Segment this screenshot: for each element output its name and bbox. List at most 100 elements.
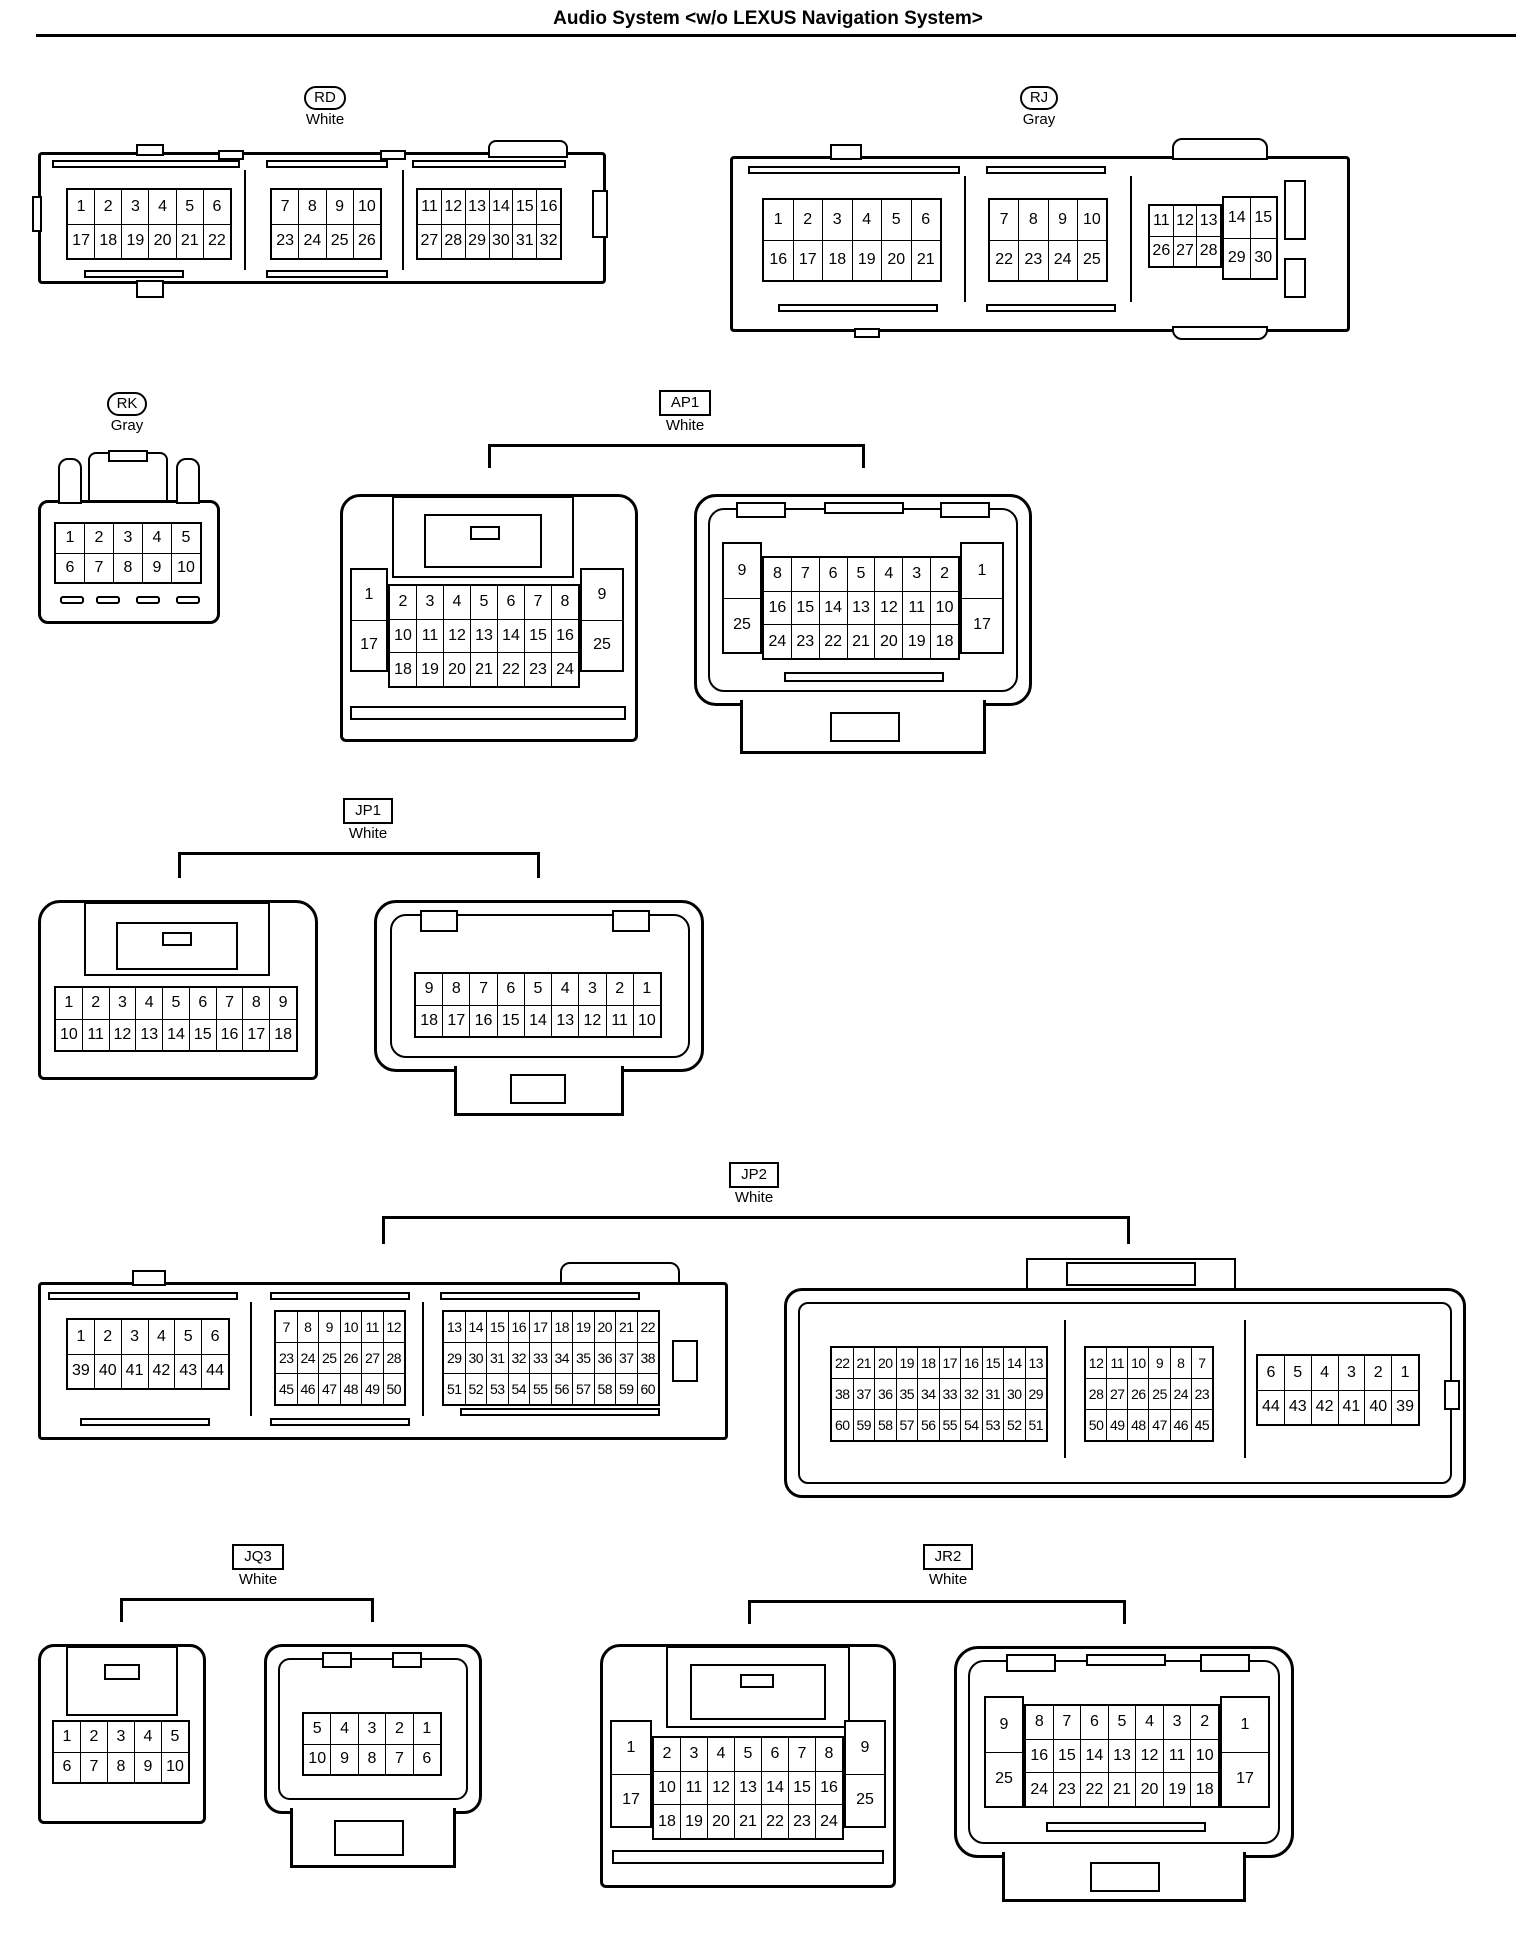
pin-14: 14 — [163, 1019, 189, 1050]
pin-25: 25 — [1077, 240, 1106, 280]
pin-12: 12 — [875, 591, 903, 625]
pin-18: 18 — [270, 1019, 296, 1050]
pin-9: 9 — [1149, 1348, 1170, 1378]
pin-20: 20 — [444, 653, 470, 686]
pin-20: 20 — [708, 1805, 734, 1838]
pin-16: 16 — [552, 619, 578, 653]
pin-7: 7 — [470, 974, 497, 1005]
pin-24: 24 — [764, 625, 791, 658]
pin-13: 13 — [1025, 1348, 1046, 1378]
connector-code: RD — [304, 86, 346, 110]
rib-bar — [270, 1292, 410, 1300]
pin-21: 21 — [847, 625, 875, 658]
divider — [1130, 176, 1132, 302]
pin-23: 23 — [789, 1805, 815, 1838]
lock-housing — [1172, 138, 1268, 160]
pin-19: 19 — [852, 240, 881, 280]
latch-tab — [136, 144, 164, 156]
pin-29: 29 — [444, 1343, 465, 1373]
pin-3: 3 — [823, 200, 852, 240]
pin-59: 59 — [616, 1374, 637, 1404]
pin-21: 21 — [911, 240, 940, 280]
pin-9: 9 — [319, 1312, 340, 1342]
divider — [422, 1302, 424, 1416]
pin-8: 8 — [358, 1744, 386, 1774]
pin-3: 3 — [122, 190, 149, 224]
pin-27: 27 — [1173, 236, 1197, 266]
pin-48: 48 — [1128, 1410, 1149, 1440]
pin-16: 16 — [1026, 1739, 1053, 1773]
pin-23: 23 — [272, 224, 299, 258]
pin-21: 21 — [853, 1348, 874, 1378]
pin-1: 1 — [56, 524, 84, 553]
connector-color: White — [348, 825, 388, 842]
rib-bar — [52, 160, 240, 168]
pin-2: 2 — [85, 524, 113, 553]
pin-20: 20 — [875, 625, 903, 658]
pin-1: 1 — [352, 570, 386, 620]
pin-6: 6 — [762, 1738, 788, 1771]
connector-jp1-label: JP1 White — [328, 798, 408, 844]
pin-1: 1 — [56, 988, 82, 1019]
pin-53: 53 — [982, 1410, 1003, 1440]
connector-color: White — [734, 1189, 774, 1206]
inner-shell — [390, 914, 690, 1058]
pin-58: 58 — [594, 1374, 615, 1404]
pin-15: 15 — [791, 591, 819, 625]
pin-15: 15 — [982, 1348, 1003, 1378]
pin-7: 7 — [525, 586, 551, 619]
pin-43: 43 — [1284, 1390, 1311, 1424]
pin-10: 10 — [654, 1771, 680, 1805]
pin-14: 14 — [489, 190, 513, 224]
pin-2: 2 — [390, 586, 416, 619]
pin-27: 27 — [362, 1343, 383, 1373]
latch-tab — [940, 502, 990, 518]
pin-3: 3 — [1338, 1356, 1365, 1390]
pin-44: 44 — [1258, 1390, 1284, 1424]
pin-26: 26 — [340, 1343, 361, 1373]
connector-ap1-label: AP1 White — [645, 390, 725, 436]
pin-4: 4 — [1136, 1706, 1163, 1739]
pin-11: 11 — [1150, 206, 1173, 236]
pin-3: 3 — [903, 558, 931, 591]
pin-2: 2 — [606, 974, 633, 1005]
latch-tab — [58, 458, 82, 504]
rib-bar — [986, 166, 1106, 174]
pin-20: 20 — [882, 240, 911, 280]
pin-17: 17 — [68, 224, 95, 258]
pin-16: 16 — [764, 591, 791, 625]
pin-22: 22 — [990, 240, 1019, 280]
pin-15: 15 — [487, 1312, 508, 1342]
pin-23: 23 — [791, 625, 819, 658]
rib-bar — [176, 596, 200, 604]
pin-6: 6 — [56, 553, 84, 582]
divider — [402, 170, 404, 270]
pin-12: 12 — [383, 1312, 404, 1342]
title-rule — [36, 34, 1516, 37]
pin-7: 7 — [990, 200, 1019, 240]
connector-rd-label: RD White — [290, 86, 360, 130]
connector-color: Gray — [1022, 111, 1056, 128]
pin-45: 45 — [276, 1374, 297, 1404]
pin-13: 13 — [1197, 206, 1220, 236]
pin-6: 6 — [1258, 1356, 1284, 1390]
pin-18: 18 — [390, 653, 416, 686]
pin-9: 9 — [1048, 200, 1077, 240]
pair-bracket — [382, 1216, 1130, 1244]
connector-jr2-label: JR2 White — [908, 1544, 988, 1590]
pin-32: 32 — [508, 1343, 529, 1373]
pin-20: 20 — [875, 1348, 896, 1378]
pin-8: 8 — [243, 988, 270, 1019]
pin-2: 2 — [386, 1714, 413, 1744]
pin-2: 2 — [82, 988, 109, 1019]
pin-10: 10 — [162, 1752, 188, 1782]
pin-7: 7 — [791, 558, 819, 591]
lock-frame — [666, 1646, 850, 1728]
pin-26: 26 — [1128, 1379, 1149, 1409]
pin-23: 23 — [1191, 1379, 1212, 1409]
pin-30: 30 — [465, 1343, 486, 1373]
pin-31: 31 — [487, 1343, 508, 1373]
